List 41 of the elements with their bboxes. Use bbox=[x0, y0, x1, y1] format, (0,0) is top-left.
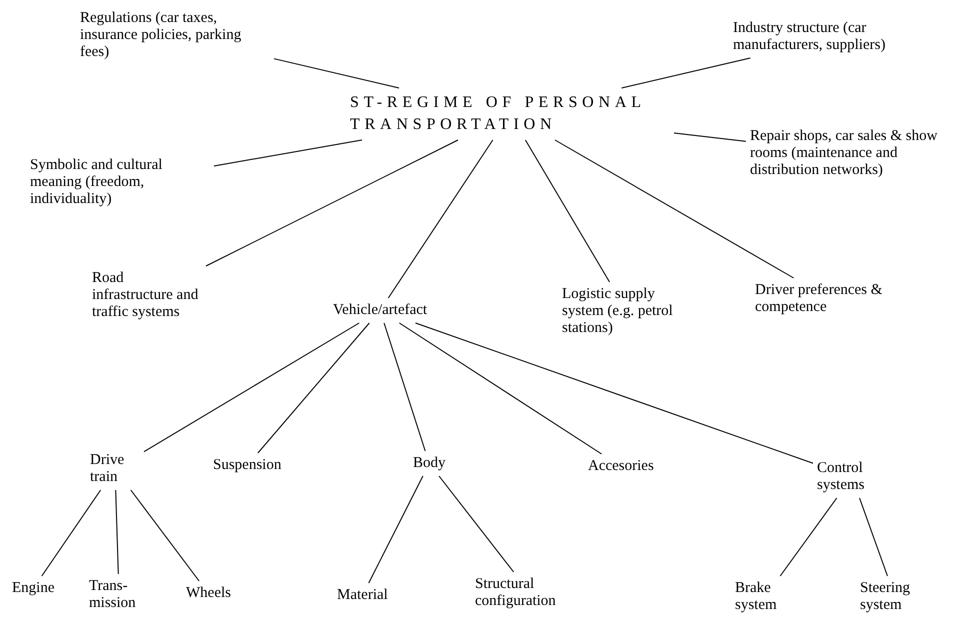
connector-line bbox=[274, 58, 400, 88]
node-label: Regulations (car taxes, insurance policies, parking fees) bbox=[80, 10, 242, 61]
connector-line bbox=[115, 490, 119, 574]
connector-line bbox=[859, 498, 888, 576]
node-label: Steering system bbox=[860, 580, 911, 614]
node-label: Engine bbox=[12, 580, 54, 597]
node-label: Accesories bbox=[588, 458, 654, 475]
connector-line bbox=[398, 322, 602, 454]
node-label: Structural configuration bbox=[475, 576, 557, 610]
connector-line bbox=[257, 322, 370, 454]
connector-line bbox=[384, 322, 426, 452]
connector-line bbox=[388, 140, 494, 298]
connector-line bbox=[41, 490, 102, 576]
connector-line bbox=[524, 140, 610, 282]
connector-line bbox=[674, 132, 746, 142]
node-label: Trans- mission bbox=[89, 578, 137, 612]
node-label: Logistic supply system (e.g. petrol stations) bbox=[562, 286, 674, 337]
node-label: Road infrastructure and traffic systems bbox=[92, 270, 200, 321]
node-label: Industry structure (car manufacturers, suppliers) bbox=[733, 20, 886, 54]
node-label: Drive train bbox=[90, 452, 126, 486]
node-label: Repair shops, car sales & show rooms (maintenance and distribution networks) bbox=[750, 128, 938, 179]
connector-line bbox=[144, 322, 360, 452]
node-label: Driver preferences & competence bbox=[755, 282, 884, 316]
connector-line bbox=[214, 140, 362, 166]
connector-line bbox=[414, 322, 814, 464]
connector-line bbox=[130, 490, 200, 582]
node-label: Symbolic and cultural meaning (freedom, individuality) bbox=[30, 157, 164, 208]
title-text: ST-REGIME OF PERSONAL TRANSPORTATION bbox=[350, 93, 646, 135]
node-label: Suspension bbox=[213, 457, 282, 474]
node-label: Control systems bbox=[817, 460, 866, 494]
connector-line bbox=[621, 58, 751, 88]
connector-line bbox=[554, 140, 794, 278]
connector-line bbox=[368, 476, 424, 584]
connector-line bbox=[438, 476, 514, 572]
node-label: Brake system bbox=[735, 580, 778, 614]
node-label: Body bbox=[413, 455, 446, 472]
node-label: Material bbox=[337, 587, 388, 604]
connector-line bbox=[206, 140, 458, 266]
connector-line bbox=[780, 498, 838, 576]
node-label: Vehicle/artefact bbox=[333, 302, 428, 319]
node-label: Wheels bbox=[186, 585, 231, 602]
